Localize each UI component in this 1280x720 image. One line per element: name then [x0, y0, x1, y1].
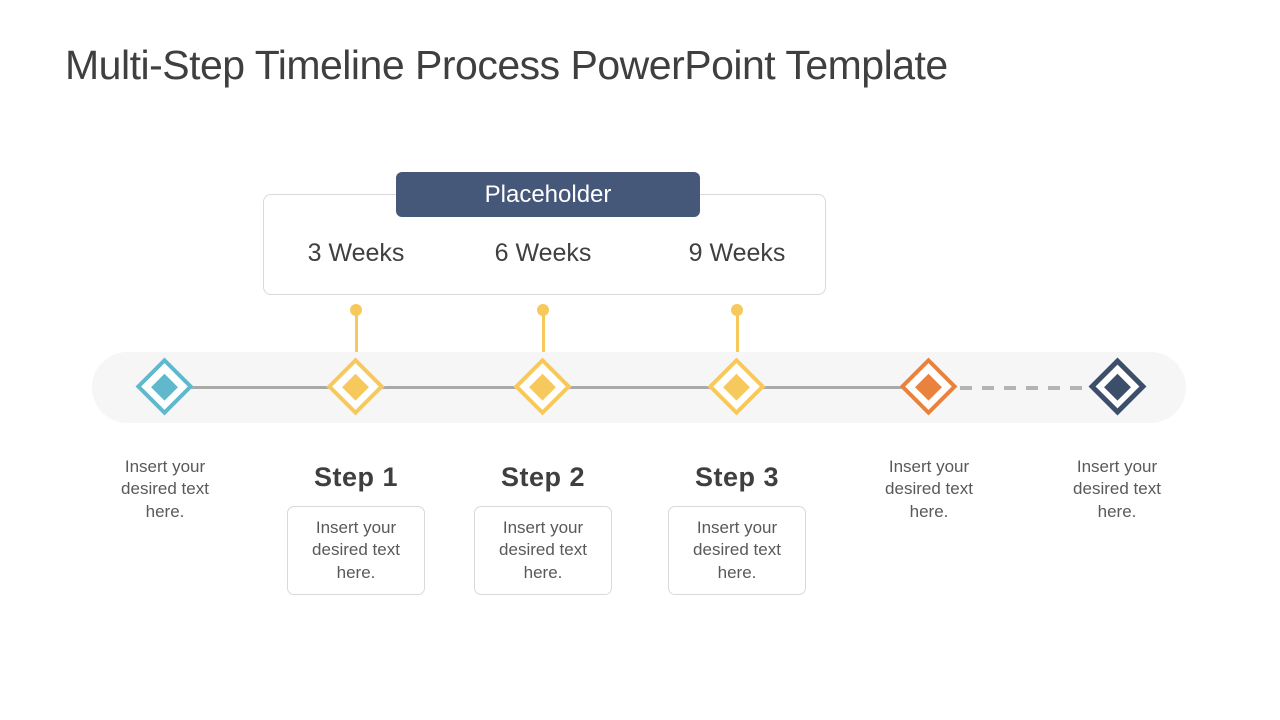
timeline-line-dashed: [938, 386, 1118, 390]
step-2-text-box: Insert your desired text here.: [474, 506, 612, 595]
orange-milestone-text: Insert your desired text here.: [885, 457, 973, 521]
placeholder-header-pill: Placeholder: [396, 172, 700, 217]
diamond-core-icon: [151, 373, 178, 400]
start-text: Insert your desired text here.: [121, 457, 209, 521]
week-label-3: 3 Weeks: [307, 239, 405, 267]
step-1-text: Insert your desired text here.: [312, 517, 400, 582]
diamond-core-icon: [723, 373, 750, 400]
end-milestone-text: Insert your desired text here.: [1073, 457, 1161, 521]
connector-line-step-2: [542, 311, 545, 365]
connector-line-step-1: [355, 311, 358, 365]
step-2-heading: Step 2: [500, 462, 586, 492]
diamond-core-icon: [342, 373, 369, 400]
step-3-text-box: Insert your desired text here.: [668, 506, 806, 595]
step-2-text: Insert your desired text here.: [499, 517, 587, 582]
connector-dot-step-2: [537, 304, 549, 316]
diamond-core-icon: [529, 373, 556, 400]
diamond-core-icon: [915, 373, 942, 400]
week-label-6: 6 Weeks: [494, 239, 592, 267]
connector-dot-step-3: [731, 304, 743, 316]
week-label-9: 9 Weeks: [688, 239, 786, 267]
slide-title: Multi-Step Timeline Process PowerPoint T…: [65, 42, 948, 88]
step-3-heading: Step 3: [694, 462, 780, 492]
step-3-text: Insert your desired text here.: [693, 517, 781, 582]
placeholder-header-label: Placeholder: [484, 180, 612, 208]
step-1-heading: Step 1: [313, 462, 399, 492]
connector-line-step-3: [736, 311, 739, 365]
connector-dot-step-1: [350, 304, 362, 316]
diamond-core-icon: [1104, 373, 1131, 400]
step-1-text-box: Insert your desired text here.: [287, 506, 425, 595]
